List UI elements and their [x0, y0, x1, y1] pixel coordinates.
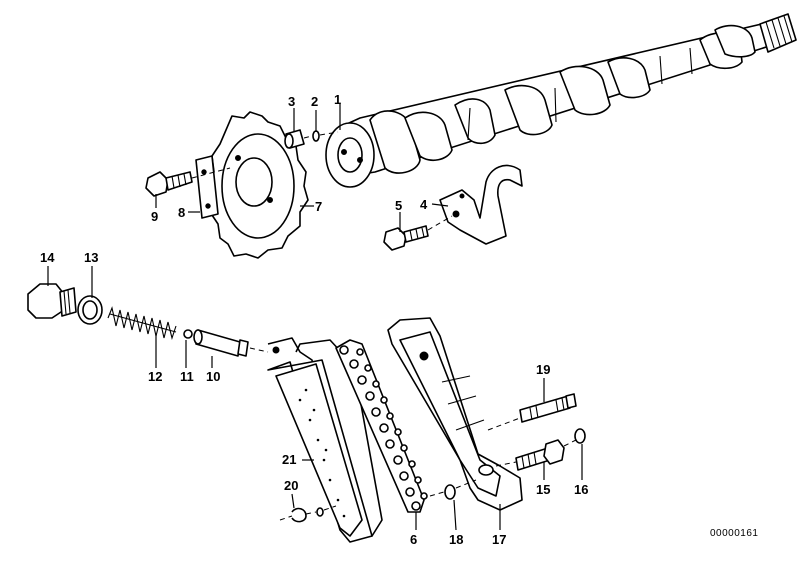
camshaft: [325, 13, 797, 188]
chain-links: [339, 345, 428, 511]
stud-19: [487, 393, 577, 431]
callout-13: 13: [84, 250, 98, 265]
spring: [107, 306, 177, 340]
callout-6: 6: [410, 532, 417, 547]
callout-14: 14: [40, 250, 55, 265]
screw-plug: [27, 283, 77, 319]
bolt-15: [495, 439, 565, 471]
rail-texture: [298, 388, 346, 518]
washer-18: [429, 479, 477, 500]
callout-8: 8: [178, 205, 185, 220]
callouts: 1 2 3 4 5 6 7 8 9 10 11 12 13 14 15 16 1…: [40, 92, 588, 547]
timing-chain: [335, 339, 428, 513]
callout-19: 19: [536, 362, 550, 377]
bolt-9: [145, 167, 231, 197]
pin-20: [279, 505, 337, 523]
callout-21: 21: [282, 452, 296, 467]
sprocket: [207, 111, 309, 259]
callout-5: 5: [395, 198, 402, 213]
callout-11: 11: [180, 369, 194, 384]
chain-guide-rail: [387, 317, 523, 511]
callout-9: 9: [151, 209, 158, 224]
bolt-5: [383, 215, 453, 251]
callout-12: 12: [148, 369, 162, 384]
document-id: 00000161: [710, 528, 759, 539]
callout-2: 2: [311, 94, 318, 109]
dowel-pin: [284, 129, 339, 149]
callout-20: 20: [284, 478, 298, 493]
callout-16: 16: [574, 482, 588, 497]
washer-16: [563, 428, 586, 447]
seal-ring: [77, 295, 103, 325]
callout-15: 15: [536, 482, 550, 497]
callout-10: 10: [206, 369, 220, 384]
bracket: [439, 164, 523, 245]
leader-lines: [47, 104, 583, 531]
callout-1: 1: [334, 92, 341, 107]
piston: [193, 329, 269, 357]
callout-18: 18: [449, 532, 463, 547]
locking-plate: [195, 155, 219, 219]
ball: [183, 329, 193, 339]
callout-4: 4: [420, 197, 428, 212]
callout-17: 17: [492, 532, 506, 547]
callout-3: 3: [288, 94, 295, 109]
callout-7: 7: [315, 199, 322, 214]
